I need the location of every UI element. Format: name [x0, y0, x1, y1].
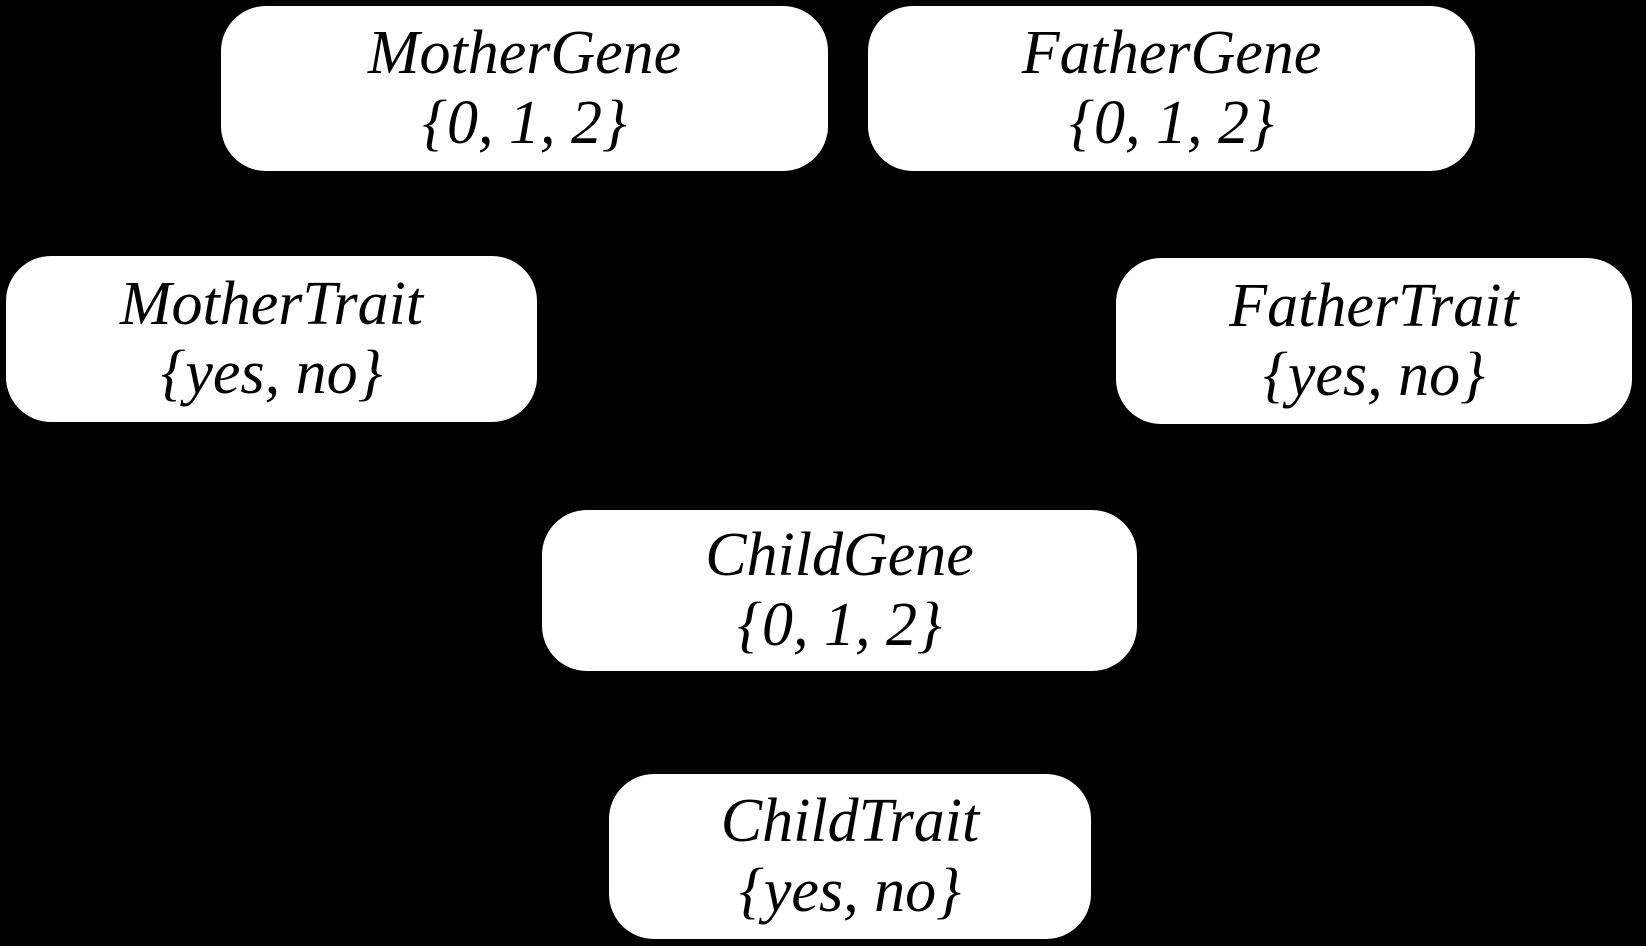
- node-father-gene: FatherGene {0, 1, 2}: [868, 6, 1475, 171]
- node-child-trait-domain: {yes, no}: [739, 856, 961, 925]
- node-child-gene-title: ChildGene: [705, 521, 974, 590]
- node-father-gene-domain: {0, 1, 2}: [1069, 88, 1274, 157]
- node-mother-gene-domain: {0, 1, 2}: [422, 88, 627, 157]
- node-mother-gene-title: MotherGene: [367, 19, 682, 88]
- node-child-trait: ChildTrait {yes, no}: [609, 774, 1091, 939]
- node-child-trait-title: ChildTrait: [720, 787, 980, 856]
- node-mother-trait-domain: {yes, no}: [160, 339, 383, 407]
- node-father-trait: FatherTrait {yes, no}: [1116, 258, 1632, 424]
- node-father-trait-domain: {yes, no}: [1263, 341, 1485, 409]
- node-mother-trait: MotherTrait {yes, no}: [6, 256, 537, 422]
- node-father-gene-title: FatherGene: [1021, 19, 1322, 88]
- node-father-trait-title: FatherTrait: [1229, 271, 1519, 340]
- node-child-gene-domain: {0, 1, 2}: [737, 590, 942, 659]
- node-child-gene: ChildGene {0, 1, 2}: [542, 510, 1137, 671]
- node-mother-gene: MotherGene {0, 1, 2}: [221, 6, 828, 171]
- node-mother-trait-title: MotherTrait: [119, 269, 424, 338]
